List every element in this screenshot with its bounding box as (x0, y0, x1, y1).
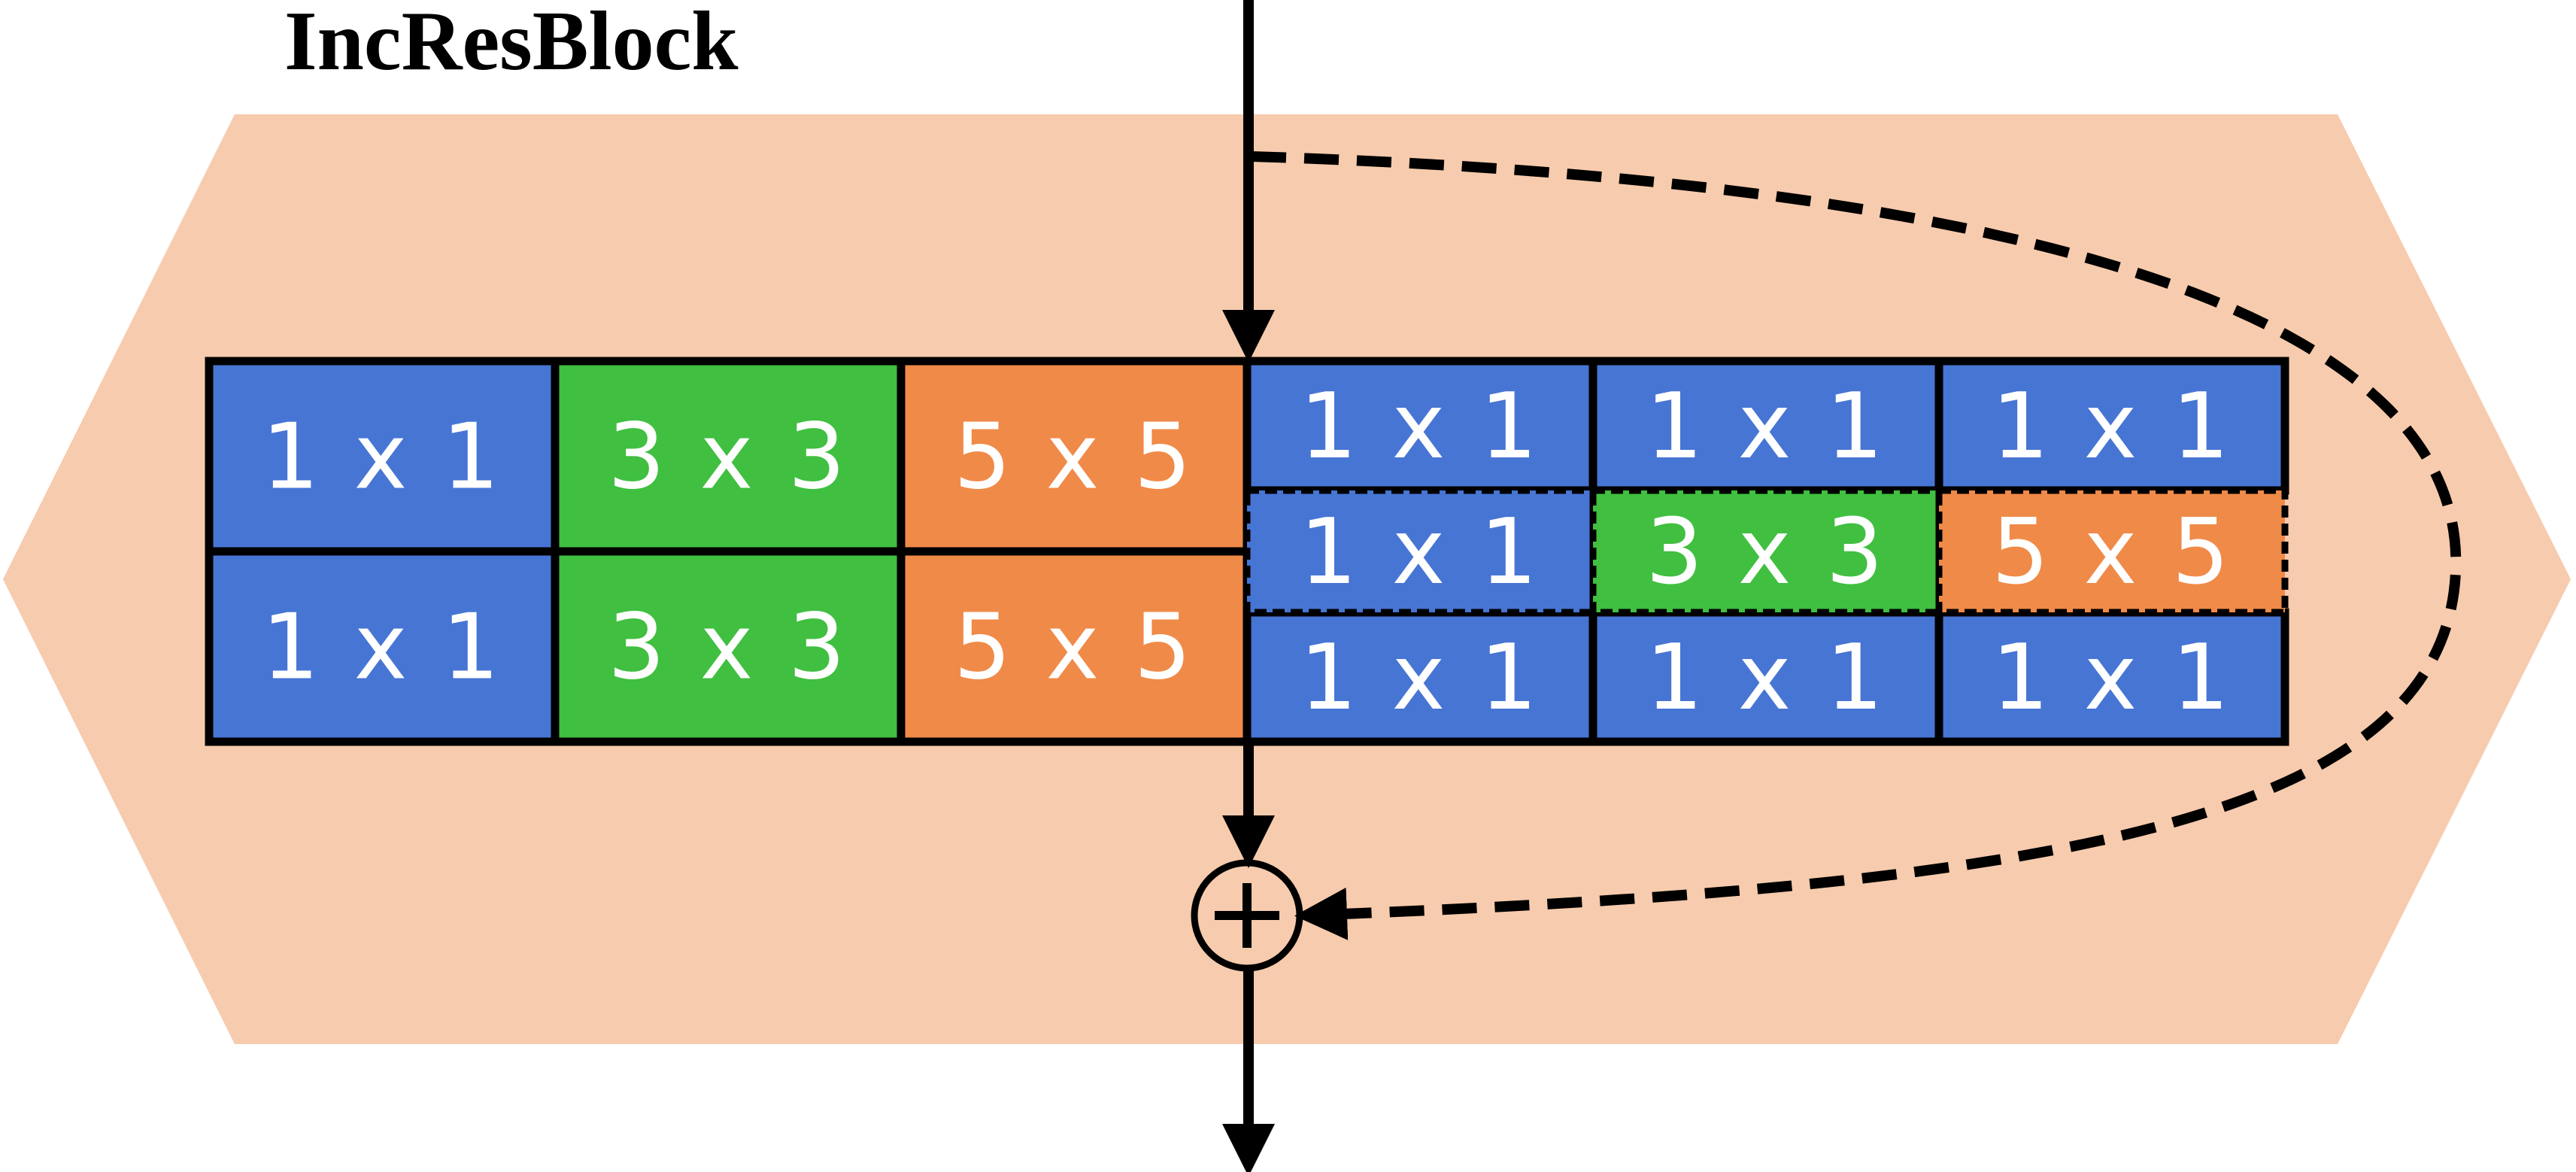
cell-box (1934, 608, 2289, 746)
cell-label: 5 x 5 (954, 405, 1194, 510)
right-top-cell-1: 1 x 1 (1588, 357, 1943, 495)
cell-label: 1 x 1 (1992, 626, 2232, 730)
left-cell-1-2: 5 x 5 (897, 547, 1252, 746)
cell-label: 1 x 1 (1646, 375, 1886, 479)
left-cell-0-2: 5 x 5 (897, 357, 1252, 556)
left-cell-1-1: 3 x 3 (551, 547, 906, 746)
cell-box (551, 547, 906, 746)
cell-label: 1 x 1 (262, 596, 502, 700)
cell-box (1242, 357, 1597, 495)
block-title: IncResBlock (284, 0, 739, 88)
right-middle-cell-0: 1 x 1 (1243, 487, 1597, 616)
right-middle-cell-1: 3 x 3 (1589, 487, 1943, 616)
cell-label: 1 x 1 (1300, 500, 1540, 605)
left-conv-group: 1 x 1 3 x 3 5 x 5 1 x 1 3 x 3 5 x 5 (205, 357, 1252, 746)
cell-label: 1 x 1 (1300, 375, 1540, 479)
plus-circle-icon (1191, 859, 1303, 972)
cell-label: 3 x 3 (1646, 500, 1886, 605)
right-bottom-cell-1: 1 x 1 (1588, 608, 1943, 746)
cell-label: 5 x 5 (954, 596, 1194, 700)
cell-label: 3 x 3 (608, 405, 848, 510)
cell-box (1935, 487, 2289, 616)
cell-label: 5 x 5 (1992, 500, 2232, 605)
left-cell-1-0: 1 x 1 (205, 547, 560, 746)
cell-box (1589, 487, 1943, 616)
right-top-cell-2: 1 x 1 (1934, 357, 2289, 495)
right-conv-group: 1 x 1 1 x 1 1 x 1 1 x 1 1 x 1 1 x 1 1 x 1 3 x 3… (1242, 357, 2289, 746)
right-middle-cell-2: 5 x 5 (1935, 487, 2289, 616)
cell-label: 3 x 3 (608, 596, 848, 700)
cell-box (1934, 357, 2289, 495)
cell-label: 1 x 1 (1646, 626, 1886, 730)
left-cell-0-1: 3 x 3 (551, 357, 906, 556)
right-bottom-cell-0: 1 x 1 (1242, 608, 1597, 746)
skip-connection-dashed-arrow (1251, 151, 2462, 940)
cell-label: 1 x 1 (262, 405, 502, 510)
right-top-cell-0: 1 x 1 (1242, 357, 1597, 495)
cell-label: 1 x 1 (1992, 375, 2232, 479)
cell-box (897, 547, 1252, 746)
cell-label: 1 x 1 (1300, 626, 1540, 730)
cell-box (1243, 487, 1597, 616)
cell-box (1588, 357, 1943, 495)
right-bottom-cell-2: 1 x 1 (1934, 608, 2289, 746)
left-cell-0-0: 1 x 1 (205, 357, 560, 556)
